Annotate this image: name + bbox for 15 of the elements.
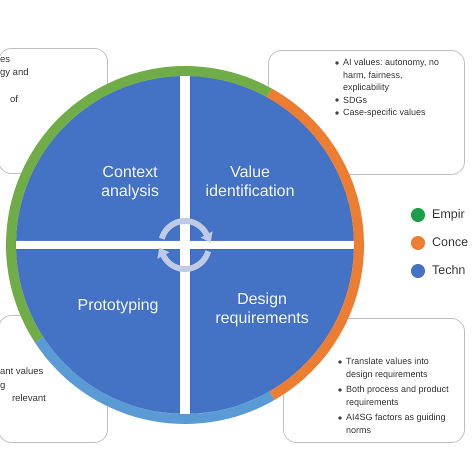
quadrant-label: Context analysis xyxy=(100,162,160,201)
note-text: of xyxy=(10,94,18,106)
cycle-arrow xyxy=(158,218,213,242)
note-text: relevant xyxy=(12,393,46,405)
quadrant-label: Prototyping xyxy=(76,296,160,315)
note-text: ant values xyxy=(0,366,44,378)
legend-label: Conce xyxy=(432,235,468,250)
note-text: g xyxy=(0,380,6,392)
note-text: gy and xyxy=(0,67,29,79)
note-text: es xyxy=(0,54,10,66)
quadrant-segment xyxy=(16,76,180,241)
legend-label: Empir xyxy=(432,207,465,222)
quadrant-label: Design requirements xyxy=(214,290,310,328)
legend-label: Techn xyxy=(432,263,466,278)
quadrant-label: Value identification xyxy=(204,162,296,201)
